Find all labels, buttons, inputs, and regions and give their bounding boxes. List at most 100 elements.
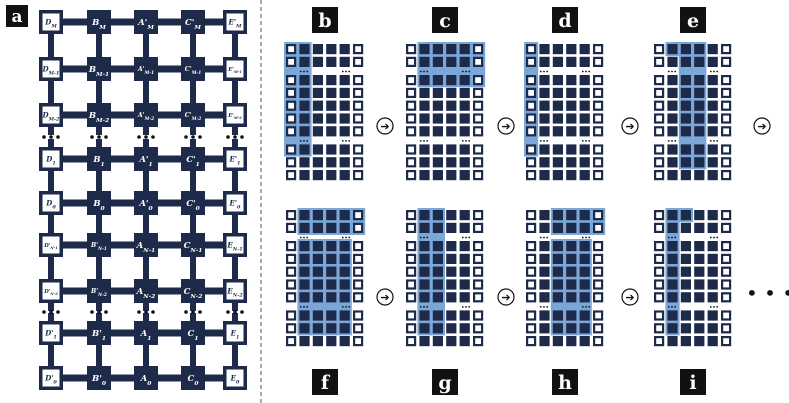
qubit-outer-inner (528, 159, 534, 166)
qubit-outer-inner (408, 281, 414, 288)
qubit (432, 44, 443, 55)
grid-panel-h (526, 208, 606, 347)
qubit-outer-inner (595, 172, 601, 178)
connector-v (96, 127, 102, 135)
qubit-outer-inner (408, 338, 414, 344)
node-outer-inner (226, 60, 244, 78)
qubit (459, 222, 470, 233)
node-inner (87, 366, 111, 390)
continuation-dots: • • • (746, 281, 789, 305)
node-label: A'M-2 (137, 112, 154, 122)
connector-v (48, 171, 54, 191)
qubit-outer-inner (595, 90, 601, 96)
qubit (539, 310, 550, 321)
qubit (339, 210, 350, 221)
qubit (579, 56, 590, 67)
qubit (694, 241, 705, 252)
connector-v (48, 313, 54, 321)
connector-h (158, 18, 181, 26)
qubit (566, 210, 577, 221)
ellipsis-dot (468, 140, 471, 142)
ellipsis-dot (184, 135, 188, 139)
qubit-outer-inner (475, 225, 481, 231)
node-label: C0 (188, 374, 200, 387)
connector-v (96, 215, 102, 233)
qubit (459, 170, 470, 181)
qubit (579, 241, 590, 252)
ellipsis-dot (151, 310, 155, 314)
label-h-box (552, 369, 578, 395)
ellipsis-dot (299, 140, 302, 142)
node-label: A0 (140, 374, 153, 387)
qubit-outer-inner (408, 325, 414, 332)
ellipsis-dot (581, 140, 584, 142)
ellipsis-dot (667, 306, 670, 308)
connector-v (190, 34, 196, 57)
qubit (552, 100, 563, 111)
qubit (339, 100, 350, 111)
qubit (339, 222, 350, 233)
ellipsis-dot (426, 140, 429, 142)
qubit-outer-inner (475, 212, 481, 218)
qubit (419, 170, 430, 181)
qubit (680, 241, 691, 252)
qubit (707, 75, 718, 86)
qubit (339, 157, 350, 168)
ellipsis-dot (468, 70, 471, 73)
connector-h (158, 65, 181, 73)
qubit (326, 157, 337, 168)
ellipsis-dot (49, 310, 53, 314)
qubit-outer-inner (355, 115, 361, 122)
qubit-outer-inner (528, 256, 534, 262)
qubit-outer-inner (528, 77, 534, 83)
qubit (299, 170, 310, 181)
qubit (667, 210, 678, 221)
qubit (446, 292, 457, 303)
qubit (539, 336, 550, 347)
qubit (459, 310, 470, 321)
qubit (707, 292, 718, 303)
node-label: D'0 (44, 373, 57, 385)
qubit-outer-inner (408, 90, 414, 96)
ellipsis-dot (419, 140, 422, 142)
ellipsis-dot (585, 70, 587, 73)
ellipsis-dot (581, 306, 584, 308)
qubit (326, 126, 337, 137)
qubit (566, 87, 577, 98)
qubit-outer-inner (595, 146, 601, 153)
qubit (579, 75, 590, 86)
qubit-outer-inner (528, 325, 534, 332)
qubit (539, 292, 550, 303)
connector-v (48, 345, 54, 366)
ellipsis-dot (465, 70, 467, 73)
node-label: E'M-2 (227, 113, 242, 120)
qubit (579, 323, 590, 334)
qubit (459, 75, 470, 86)
qubit-outer-inner (408, 146, 414, 153)
qubit (667, 336, 678, 347)
qubit (432, 56, 443, 67)
qubit (312, 170, 323, 181)
qubit (680, 75, 691, 86)
arrow-icon: ➔ (625, 291, 634, 304)
qubit (566, 310, 577, 321)
qubit (552, 126, 563, 137)
qubit (680, 323, 691, 334)
node-outer-inner (42, 194, 60, 212)
node-outer-inner (42, 369, 60, 387)
node-outer-inner (42, 324, 60, 342)
ellipsis-dot (303, 306, 305, 308)
ellipsis-dot (716, 236, 719, 239)
qubit (459, 253, 470, 264)
ellipsis-dot (240, 310, 244, 314)
qubit-outer-inner (656, 281, 662, 288)
qubit (326, 241, 337, 252)
qubit-outer-inner (656, 59, 662, 65)
ellipsis-dot (709, 306, 712, 308)
node-outer-inner (226, 282, 244, 300)
connector-v (232, 257, 238, 279)
node-label: EN-2 (226, 286, 243, 298)
qubit-outer-inner (656, 77, 662, 83)
connector-h (63, 18, 87, 26)
